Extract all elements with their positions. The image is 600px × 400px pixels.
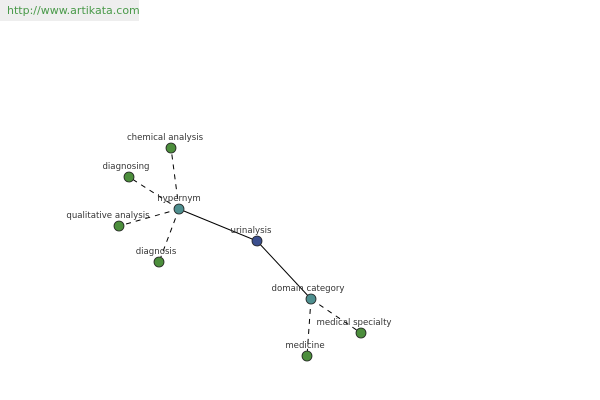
node-leaf-medical-specialty[interactable] — [355, 327, 367, 339]
edge-hypernym-chemical-analysis — [170, 147, 180, 210]
edges — [118, 147, 362, 357]
node-leaf-medicine[interactable] — [301, 350, 313, 362]
label-hypernym: hypernym — [157, 194, 201, 204]
label-qualitative-analysis: qualitative analysis — [66, 211, 150, 221]
node-leaf-qualitative-analysis[interactable] — [113, 220, 125, 232]
edge-center-domain-category — [256, 240, 312, 300]
edge-domain-medical-specialty — [310, 298, 362, 334]
label-diagnosis: diagnosis — [136, 247, 177, 257]
label-diagnosing: diagnosing — [102, 162, 149, 172]
edge-hypernym-diagnosing — [128, 176, 180, 210]
label-chemical-analysis: chemical analysis — [127, 133, 204, 143]
labels: urinalysis hypernym domain category chem… — [66, 133, 391, 351]
label-domain-category: domain category — [272, 284, 345, 294]
label-medical-specialty: medical specialty — [316, 318, 391, 328]
node-hub-hypernym[interactable] — [173, 203, 185, 215]
node-center[interactable] — [251, 235, 263, 247]
nodes — [113, 142, 367, 362]
node-leaf-diagnosis[interactable] — [153, 256, 165, 268]
label-center: urinalysis — [231, 226, 272, 236]
node-hub-domain-category[interactable] — [305, 293, 317, 305]
label-medicine: medicine — [285, 341, 324, 351]
edge-hypernym-qualitative-analysis — [118, 208, 180, 227]
watermark-url[interactable]: http://www.artikata.com — [0, 0, 140, 21]
node-leaf-diagnosing[interactable] — [123, 171, 135, 183]
edge-center-hypernym — [178, 208, 258, 242]
node-leaf-chemical-analysis[interactable] — [165, 142, 177, 154]
